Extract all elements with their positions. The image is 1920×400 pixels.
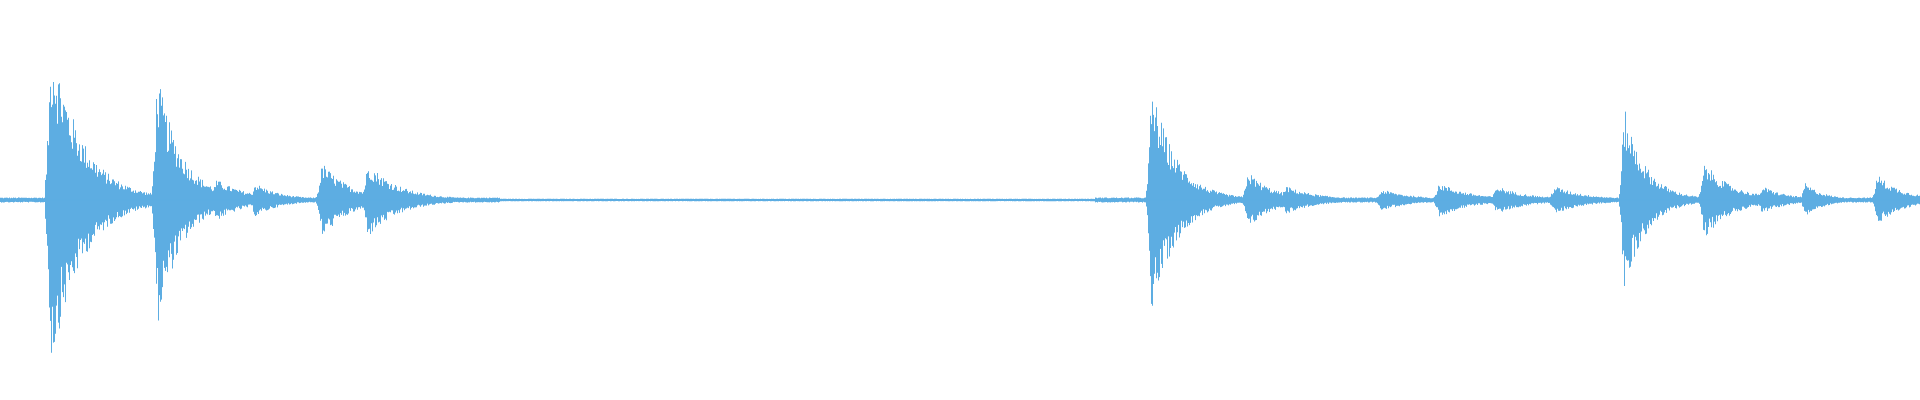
- waveform-samples: [0, 82, 1920, 353]
- waveform-path: [0, 82, 1920, 353]
